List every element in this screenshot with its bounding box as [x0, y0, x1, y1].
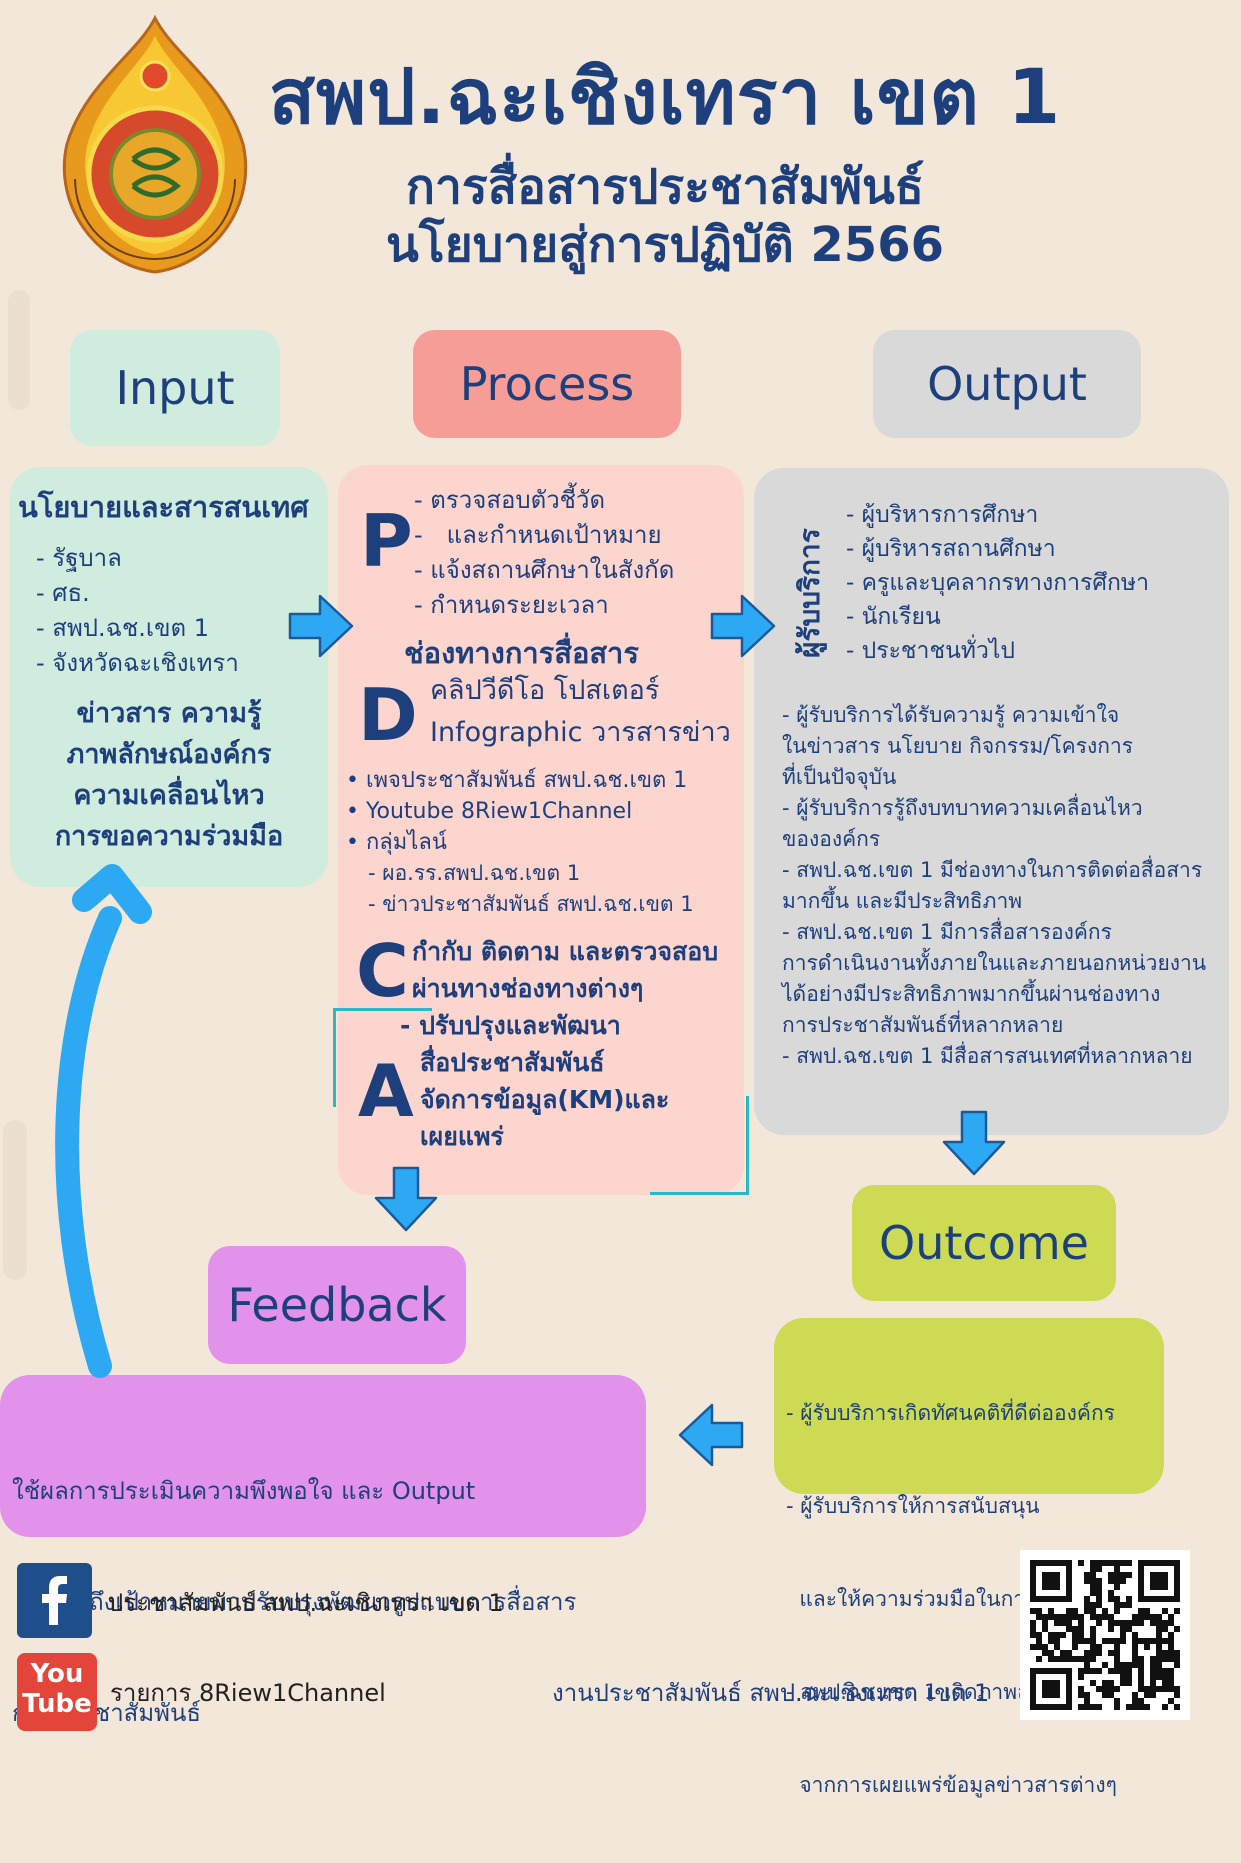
outcome-line: จากการเผยแพร่ข้อมูลข่าวสารต่างๆ: [786, 1773, 1117, 1797]
topic-line: ข่าวสาร ความรู้: [76, 698, 262, 729]
input-list: รัฐบาล ศธ. สพป.ฉช.เขต 1 จังหวัดฉะเชิงเทร…: [36, 541, 239, 681]
a-letter: A: [358, 1049, 414, 1133]
process-box: P ตรวจสอบตัวชี้วัด - และกำหนดเป้าหมาย แจ…: [338, 465, 744, 1195]
a-line: - ปรับปรุงและพัฒนา: [400, 1011, 621, 1040]
d-line: คลิปวีดีโอ โปสเตอร์: [430, 675, 660, 706]
result-line: - สพป.ฉช.เขต 1 มีช่องทางในการติดต่อสื่อส…: [782, 858, 1203, 882]
list-item: Youtube 8Riew1Channel: [346, 796, 687, 827]
list-item: ผอ.รร.สพป.ฉช.เขต 1: [368, 858, 694, 889]
feedback-line: ที่ยังไม่ถึงเป้าหมายมาปรับปรุงพัฒนารูปแบ…: [12, 1588, 577, 1616]
result-line: การประชาสัมพันธ์ที่หลากหลาย: [782, 1013, 1064, 1037]
output-label: Output: [873, 330, 1141, 438]
corner-bracket: [333, 1008, 432, 1107]
input-label: Input: [70, 330, 280, 446]
corner-bracket: [650, 1096, 749, 1195]
background-decoration: [8, 290, 30, 410]
result-line: ในข่าวสาร นโยบาย กิจกรรม/โครงการ: [782, 734, 1134, 758]
result-line: - ผู้รับบริการได้รับความรู้ ความเข้าใจ: [782, 703, 1120, 727]
channel-heading: ช่องทางการสื่อสาร: [404, 636, 639, 670]
page-title: สพป.ฉะเชิงเทรา เขต 1: [268, 52, 1062, 141]
p-letter: P: [360, 499, 413, 583]
arrow-icon: [374, 1166, 438, 1232]
emblem-logo: [45, 14, 265, 276]
page-subtitle: การสื่อสารประชาสัมพันธ์: [405, 159, 925, 215]
facebook-icon[interactable]: [17, 1563, 92, 1638]
arrow-icon: [942, 1110, 1006, 1176]
list-item-text: และกำหนดเป้าหมาย: [446, 521, 662, 549]
topic-line: การขอความร่วมมือ: [54, 821, 284, 852]
qr-code[interactable]: [1020, 1550, 1190, 1720]
d-letter: D: [358, 673, 418, 757]
result-line: - ผู้รับบริการรู้ถึงบทบาทความเคลื่อนไหว: [782, 796, 1143, 820]
result-line: มากขึ้น และมีประสิทธิภาพ: [782, 889, 1023, 913]
list-item: ข่าวประชาสัมพันธ์ สพป.ฉช.เขต 1: [368, 889, 693, 920]
list-item: นักเรียน: [846, 600, 1149, 634]
result-line: ที่เป็นปัจจุบัน: [782, 765, 897, 789]
outcome-label: Outcome: [852, 1185, 1116, 1301]
process-label: Process: [413, 330, 681, 438]
arrow-icon: [55, 906, 122, 1378]
list-item: จังหวัดฉะเชิงเทรา: [36, 646, 239, 681]
youtube-logo-text: You: [30, 1659, 84, 1689]
output-box: ผู้รับบริการ ผู้บริหารการศึกษา ผู้บริหาร…: [754, 468, 1229, 1135]
list-item: - และกำหนดเป้าหมาย: [414, 518, 674, 553]
arrows-layer: [55, 594, 1006, 1467]
credit-text: งานประชาสัมพันธ์ สพป.ฉะเชิงเทรา เขต 1: [552, 1679, 990, 1707]
a-line: สื่อประชาสัมพันธ์: [420, 1048, 605, 1077]
a-lines: - ปรับปรุงและพัฒนา สื่อประชาสัมพันธ์ จัด…: [400, 1007, 669, 1155]
c-line: กำกับ ติดตาม และตรวจสอบ: [412, 937, 719, 966]
list-item: กลุ่มไลน์: [346, 827, 687, 858]
page-subtitle-year: นโยบายสู่การปฏิบัติ 2566: [386, 217, 944, 273]
input-box: นโยบายและสารสนเทศ รัฐบาล ศธ. สพป.ฉช.เขต …: [10, 467, 328, 887]
result-line: ได้อย่างมีประสิทธิภาพมากขึ้นผ่านช่องทาง: [782, 982, 1161, 1006]
result-line: ขององค์กร: [782, 827, 881, 851]
c-letter: C: [356, 929, 409, 1013]
background-decoration: [3, 1120, 27, 1280]
outcome-line: - ผู้รับบริการให้การสนับสนุน: [786, 1494, 1040, 1518]
recipient-list: ผู้บริหารการศึกษา ผู้บริหารสถานศึกษา ครู…: [846, 498, 1149, 668]
input-heading: นโยบายและสารสนเทศ: [18, 490, 309, 524]
outcome-line: - ผู้รับบริการเกิดทัศนคติที่ดีต่อองค์กร: [786, 1401, 1115, 1425]
p-list: ตรวจสอบตัวชี้วัด - และกำหนดเป้าหมาย แจ้ง…: [414, 483, 674, 623]
youtube-logo-text: Tube: [22, 1689, 92, 1719]
list-item: แจ้งสถานศึกษาในสังกัด: [414, 553, 674, 588]
result-line: การดำเนินงานทั้งภายในและภายนอกหน่วยงาน: [782, 951, 1207, 975]
channel-list: เพจประชาสัมพันธ์ สพป.ฉช.เขต 1 Youtube 8R…: [346, 765, 687, 858]
list-item: ศธ.: [36, 576, 239, 611]
topic-line: ความเคลื่อนไหว: [73, 780, 265, 811]
d-lines: คลิปวีดีโอ โปสเตอร์ Infographic วารสารข่…: [430, 670, 731, 754]
d-line: Infographic วารสารข่าว: [430, 717, 731, 748]
output-results: - ผู้รับบริการได้รับความรู้ ความเข้าใจ ใ…: [782, 700, 1206, 1072]
topic-line: ภาพลักษณ์องค์กร: [66, 739, 272, 770]
youtube-icon[interactable]: You Tube: [17, 1653, 97, 1731]
youtube-channel-text[interactable]: รายการ 8Riew1Channel: [110, 1679, 386, 1707]
arrow-icon: [72, 864, 152, 924]
list-item: สพป.ฉช.เขต 1: [36, 611, 239, 646]
list-item: ผู้บริหารสถานศึกษา: [846, 532, 1149, 566]
c-line: ผ่านทางช่องทางต่างๆ: [412, 974, 644, 1003]
arrow-icon: [678, 1403, 744, 1467]
feedback-label: Feedback: [208, 1246, 466, 1364]
list-item: เพจประชาสัมพันธ์ สพป.ฉช.เขต 1: [346, 765, 687, 796]
c-lines: กำกับ ติดตาม และตรวจสอบ ผ่านทางช่องทางต่…: [412, 933, 718, 1007]
list-item: ตรวจสอบตัวชี้วัด: [414, 483, 674, 518]
list-item: ครูและบุคลากรทางการศึกษา: [846, 566, 1149, 600]
result-line: - สพป.ฉช.เขต 1 มีสื่อสารสนเทศที่หลากหลาย: [782, 1044, 1193, 1068]
arrow-icon: [710, 594, 776, 658]
list-item: กำหนดระยะเวลา: [414, 588, 674, 623]
list-item: ผู้บริหารการศึกษา: [846, 498, 1149, 532]
result-line: - สพป.ฉช.เขต 1 มีการสื่อสารองค์กร: [782, 920, 1112, 944]
a-line: จัดการข้อมูล(KM)และ: [420, 1085, 670, 1114]
facebook-page-text[interactable]: ประชาสัมพันธ์ สพป.ฉะเชิงเทรา เขต 1: [108, 1589, 504, 1617]
line-group-list: ผอ.รร.สพป.ฉช.เขต 1 ข่าวประชาสัมพันธ์ สพป…: [368, 858, 694, 920]
feedback-line: ใช้ผลการประเมินความพึงพอใจ และ Output: [12, 1477, 476, 1505]
input-topics: ข่าวสาร ความรู้ ภาพลักษณ์องค์กร ความเคลื…: [10, 693, 328, 857]
list-item: ประชาชนทั่วไป: [846, 634, 1149, 668]
list-item: รัฐบาล: [36, 541, 239, 576]
arrow-icon: [288, 594, 354, 658]
a-line: เผยแพร่: [420, 1122, 504, 1151]
